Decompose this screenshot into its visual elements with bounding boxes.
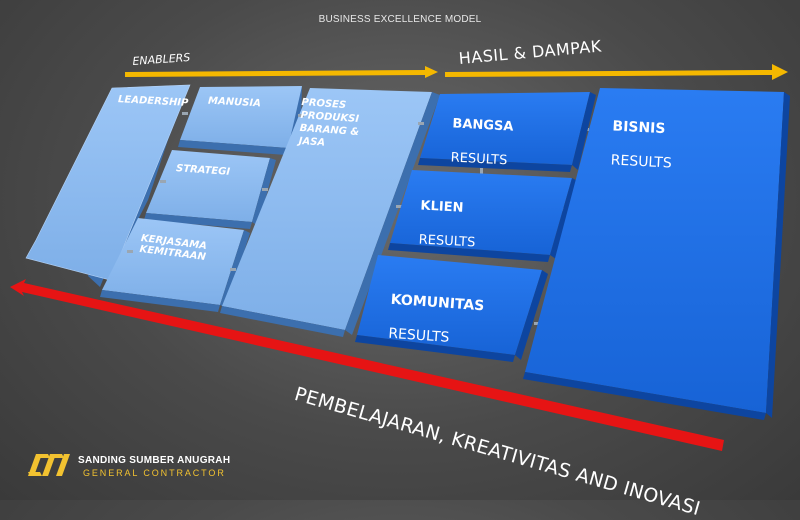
bisnis-sub: RESULTS [610, 152, 673, 172]
klien-name: KLIEN [420, 198, 464, 216]
leadership-box [25, 84, 191, 287]
proses-label: PROSES PRODUKSI BARANG & JASA [298, 96, 360, 149]
enablers-arrow [125, 66, 438, 78]
proses-box [220, 88, 440, 337]
learning-arrow [10, 279, 724, 451]
logo-company-name: SANDING SUMBER ANUGRAH [78, 455, 231, 466]
diagram-canvas [10, 64, 790, 476]
klien-label: KLIEN RESULTS [418, 181, 478, 252]
bangsa-sub: RESULTS [450, 150, 508, 169]
bangsa-results-box [418, 92, 596, 172]
bangsa-name: BANGSA [452, 116, 514, 135]
logo-subtitle: GENERAL CONTRACTOR [83, 468, 226, 478]
bisnis-name: BISNIS [612, 118, 666, 138]
bangsa-label: BANGSA RESULTS [450, 98, 514, 169]
komunitas-sub: RESULTS [387, 325, 450, 346]
hasil-arrow [445, 64, 788, 80]
diagram-title: BUSINESS EXCELLENCE MODEL [318, 14, 482, 25]
bisnis-results-box [523, 88, 790, 420]
komunitas-results-box [355, 255, 548, 362]
komunitas-label: KOMUNITAS RESULTS [388, 275, 486, 349]
komunitas-name: KOMUNITAS [390, 291, 485, 315]
logo-mark [28, 454, 70, 476]
klien-sub: RESULTS [418, 232, 476, 251]
bisnis-label: BISNIS RESULTS [610, 101, 675, 172]
strategi-box [144, 150, 276, 229]
klien-results-box [388, 170, 578, 262]
